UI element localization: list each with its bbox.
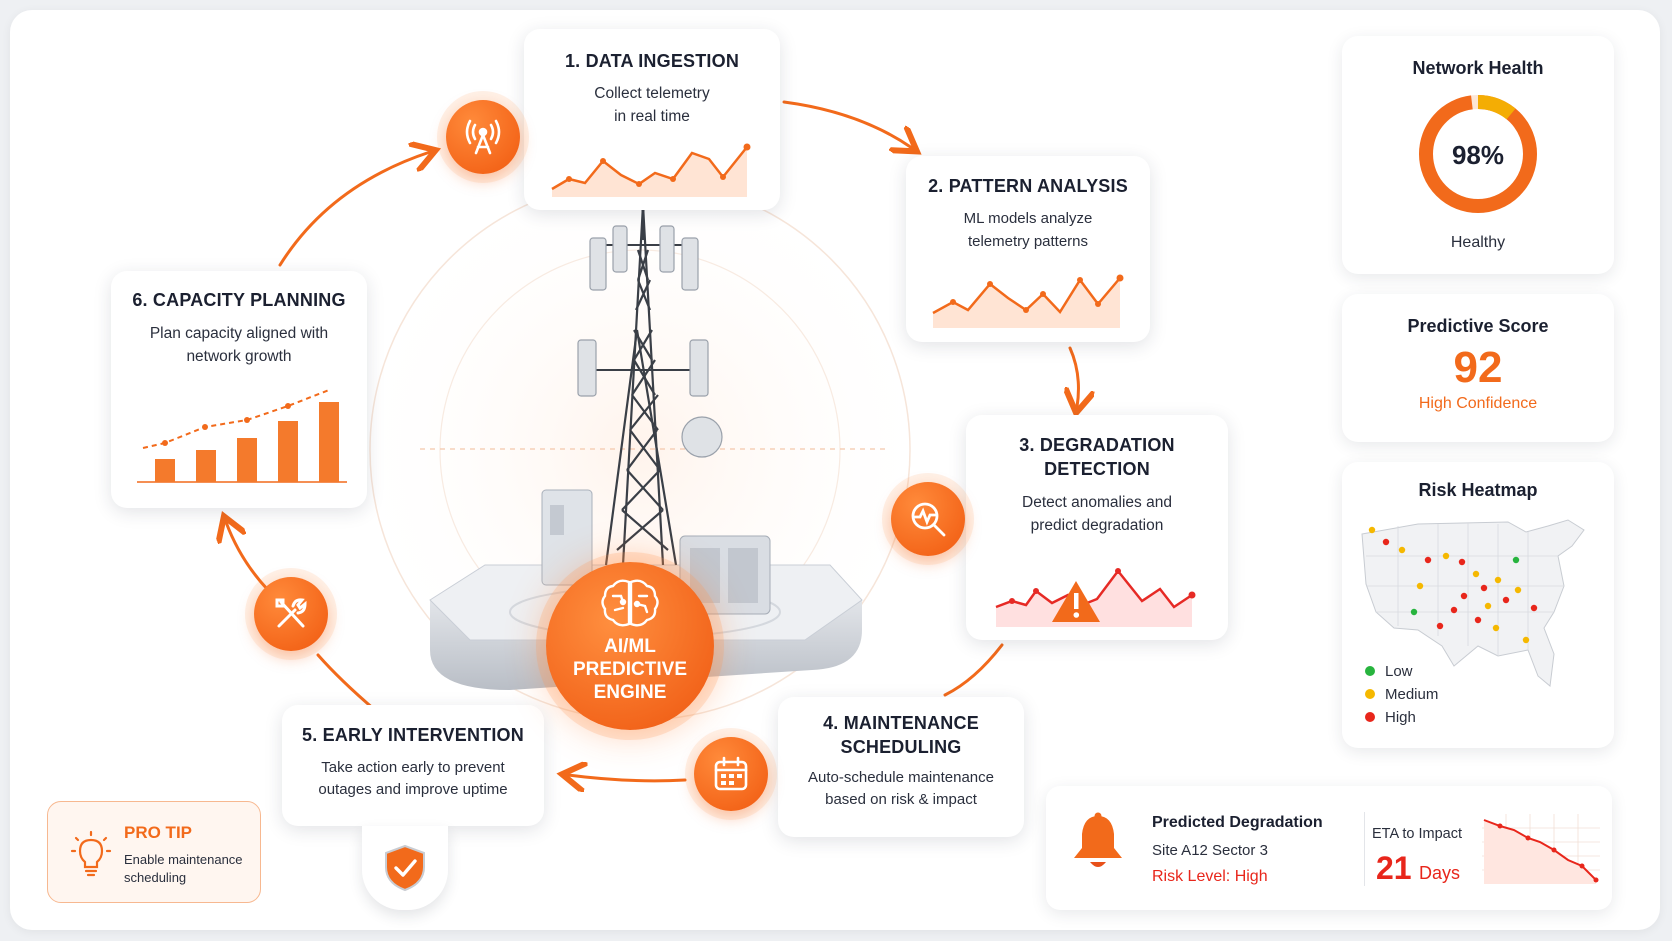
degradation-trend-chart	[1482, 814, 1600, 884]
step-maintenance-scheduling: 4. MAINTENANCE SCHEDULING Auto-schedule …	[778, 697, 1024, 837]
warning-icon	[1052, 581, 1100, 622]
alert-title: Predicted Degradation	[1152, 814, 1323, 831]
step-capacity-planning: 6. CAPACITY PLANNING Plan capacity align…	[111, 271, 367, 508]
network-health-title: Network Health	[1412, 58, 1544, 78]
step-title-line1: 3. DEGRADATION	[1019, 435, 1175, 455]
engine-label-line1: AI/ML	[604, 636, 656, 657]
calendar-icon	[694, 737, 768, 811]
eta-unit: Days	[1419, 863, 1461, 883]
antenna-tower-icon	[446, 100, 520, 174]
eta-value-row: 21 Days	[1376, 850, 1460, 887]
legend-item-medium: Medium	[1365, 683, 1438, 706]
network-health-value: 98%	[1451, 140, 1505, 170]
step-title-line2: DETECTION	[1044, 459, 1150, 479]
step-degradation-detection: 3. DEGRADATION DETECTION Detect anomalie…	[966, 415, 1228, 640]
step-title-line1: 4. MAINTENANCE	[823, 713, 979, 733]
arrow-5-to-side	[316, 653, 377, 712]
lightbulb-icon	[70, 830, 112, 877]
arrow-4-to-5	[568, 775, 687, 781]
predictive-score-card: Predictive Score 92 High Confidence	[1342, 294, 1614, 442]
step-desc-line2: in real time	[614, 108, 690, 125]
arrow-2-to-3	[1070, 346, 1078, 407]
step-desc-line1: Auto-schedule maintenance	[808, 769, 994, 786]
predictive-score-title: Predictive Score	[1407, 316, 1549, 336]
telemetry-sparkline	[551, 143, 751, 197]
risk-dots	[1368, 526, 1538, 644]
flow-arrows	[226, 100, 1078, 781]
step-early-intervention: 5. EARLY INTERVENTION Take action early …	[282, 705, 544, 826]
predictive-score-value: 92	[1453, 343, 1503, 392]
step-desc-line2: outages and improve uptime	[318, 781, 508, 798]
step-title-line2: SCHEDULING	[840, 737, 962, 757]
pro-tip-title: PRO TIP	[124, 823, 193, 842]
step-desc-line2: network growth	[186, 348, 292, 365]
degradation-alert-card: Predicted Degradation Site A12 Sector 3 …	[1046, 786, 1612, 910]
step-desc-line2: based on risk & impact	[825, 791, 977, 808]
step-title: 2. PATTERN ANALYSIS	[928, 176, 1128, 196]
pro-tip: PRO TIP Enable maintenance scheduling	[47, 801, 261, 903]
arrow-6-to-1	[278, 152, 430, 267]
heatmap-legend: Low Medium High	[1365, 660, 1438, 729]
step-title: 5. EARLY INTERVENTION	[302, 725, 524, 745]
arrow-3-to-4	[943, 643, 1004, 697]
arrow-1-to-2	[782, 100, 912, 148]
magnify-pulse-icon	[891, 482, 965, 556]
step-title: 1. DATA INGESTION	[564, 51, 740, 71]
step-desc-line1: Collect telemetry	[594, 85, 710, 102]
shield-check-icon	[362, 826, 448, 910]
step-title: 6. CAPACITY PLANNING	[132, 290, 346, 310]
step-desc-line2: telemetry patterns	[967, 233, 1089, 250]
alert-risk-level: Risk Level: High	[1152, 868, 1268, 885]
us-risk-map	[1361, 519, 1585, 687]
engine-label-line2: PREDICTIVE	[572, 659, 688, 680]
pro-tip-line2: scheduling	[124, 870, 187, 885]
network-health-status: Healthy	[1450, 234, 1506, 251]
arrow-5-to-6	[226, 522, 270, 592]
health-gauge	[1419, 95, 1537, 213]
engine-label-line3: ENGINE	[593, 682, 667, 703]
brain-circuit-icon	[601, 579, 659, 627]
step-pattern-analysis: 2. PATTERN ANALYSIS ML models analyze te…	[906, 156, 1150, 342]
risk-heatmap-card: Risk Heatmap Low Medium High	[1342, 462, 1614, 748]
pro-tip-line1: Enable maintenance	[124, 852, 243, 867]
legend-item-high: High	[1365, 706, 1438, 729]
step-desc-line1: Take action early to prevent	[321, 759, 505, 776]
predictive-score-confidence: High Confidence	[1418, 395, 1538, 412]
step-desc-line1: Plan capacity aligned with	[149, 325, 329, 342]
capacity-bar-chart	[137, 389, 347, 483]
step-desc-line1: ML models analyze	[963, 210, 1093, 227]
anomaly-sparkline	[995, 568, 1196, 627]
eta-value: 21	[1376, 850, 1412, 886]
legend-item-low: Low	[1365, 660, 1438, 683]
step-data-ingestion: 1. DATA INGESTION Collect telemetry in r…	[524, 29, 780, 210]
antenna-panels	[577, 225, 723, 458]
ai-ml-engine: AI/ML PREDICTIVE ENGINE	[546, 562, 714, 730]
tools-icon	[254, 577, 328, 651]
step-desc-line1: Detect anomalies and	[1022, 494, 1172, 511]
pattern-sparkline	[932, 274, 1124, 328]
bell-icon	[1074, 812, 1122, 867]
eta-label: ETA to Impact	[1372, 826, 1462, 842]
network-health-card: Network Health 98% Healthy	[1342, 36, 1614, 274]
step-desc-line2: predict degradation	[1030, 517, 1164, 534]
alert-divider	[1364, 812, 1365, 886]
risk-heatmap-title: Risk Heatmap	[1418, 480, 1538, 500]
alert-site: Site A12 Sector 3	[1152, 842, 1268, 859]
